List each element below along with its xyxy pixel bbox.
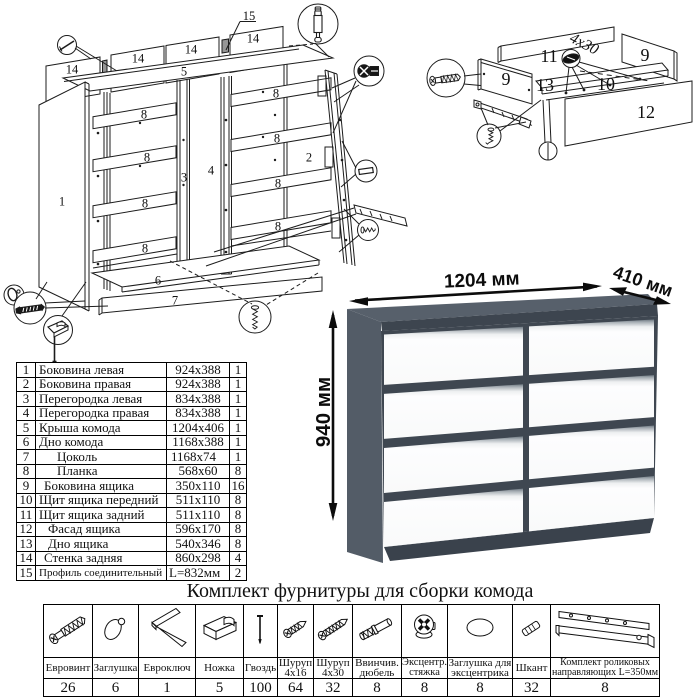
- svg-text:14: 14: [66, 63, 79, 77]
- svg-text:14: 14: [132, 52, 145, 66]
- svg-text:2: 2: [306, 151, 312, 165]
- svg-text:4: 4: [208, 164, 215, 178]
- svg-text:1204 мм: 1204 мм: [444, 268, 521, 292]
- svg-text:1: 1: [59, 195, 65, 209]
- svg-text:15: 15: [243, 9, 256, 23]
- svg-text:8: 8: [274, 132, 280, 146]
- svg-text:8: 8: [142, 197, 148, 211]
- svg-text:8: 8: [144, 151, 150, 165]
- svg-text:9: 9: [641, 45, 650, 65]
- svg-text:11: 11: [540, 46, 557, 66]
- svg-text:8: 8: [275, 177, 281, 191]
- svg-text:5: 5: [181, 65, 187, 79]
- svg-text:940 мм: 940 мм: [312, 377, 335, 447]
- svg-text:14: 14: [247, 32, 260, 46]
- svg-text:9: 9: [502, 69, 511, 89]
- svg-text:3: 3: [181, 171, 187, 185]
- svg-text:13: 13: [536, 75, 554, 95]
- svg-text:10: 10: [597, 74, 615, 94]
- svg-text:14: 14: [185, 43, 198, 57]
- svg-text:7: 7: [172, 294, 178, 308]
- svg-text:6: 6: [155, 274, 161, 288]
- svg-text:8: 8: [142, 242, 148, 256]
- svg-text:8: 8: [275, 220, 281, 234]
- svg-text:8: 8: [141, 108, 147, 122]
- svg-text:12: 12: [637, 102, 655, 122]
- svg-text:8: 8: [273, 87, 279, 101]
